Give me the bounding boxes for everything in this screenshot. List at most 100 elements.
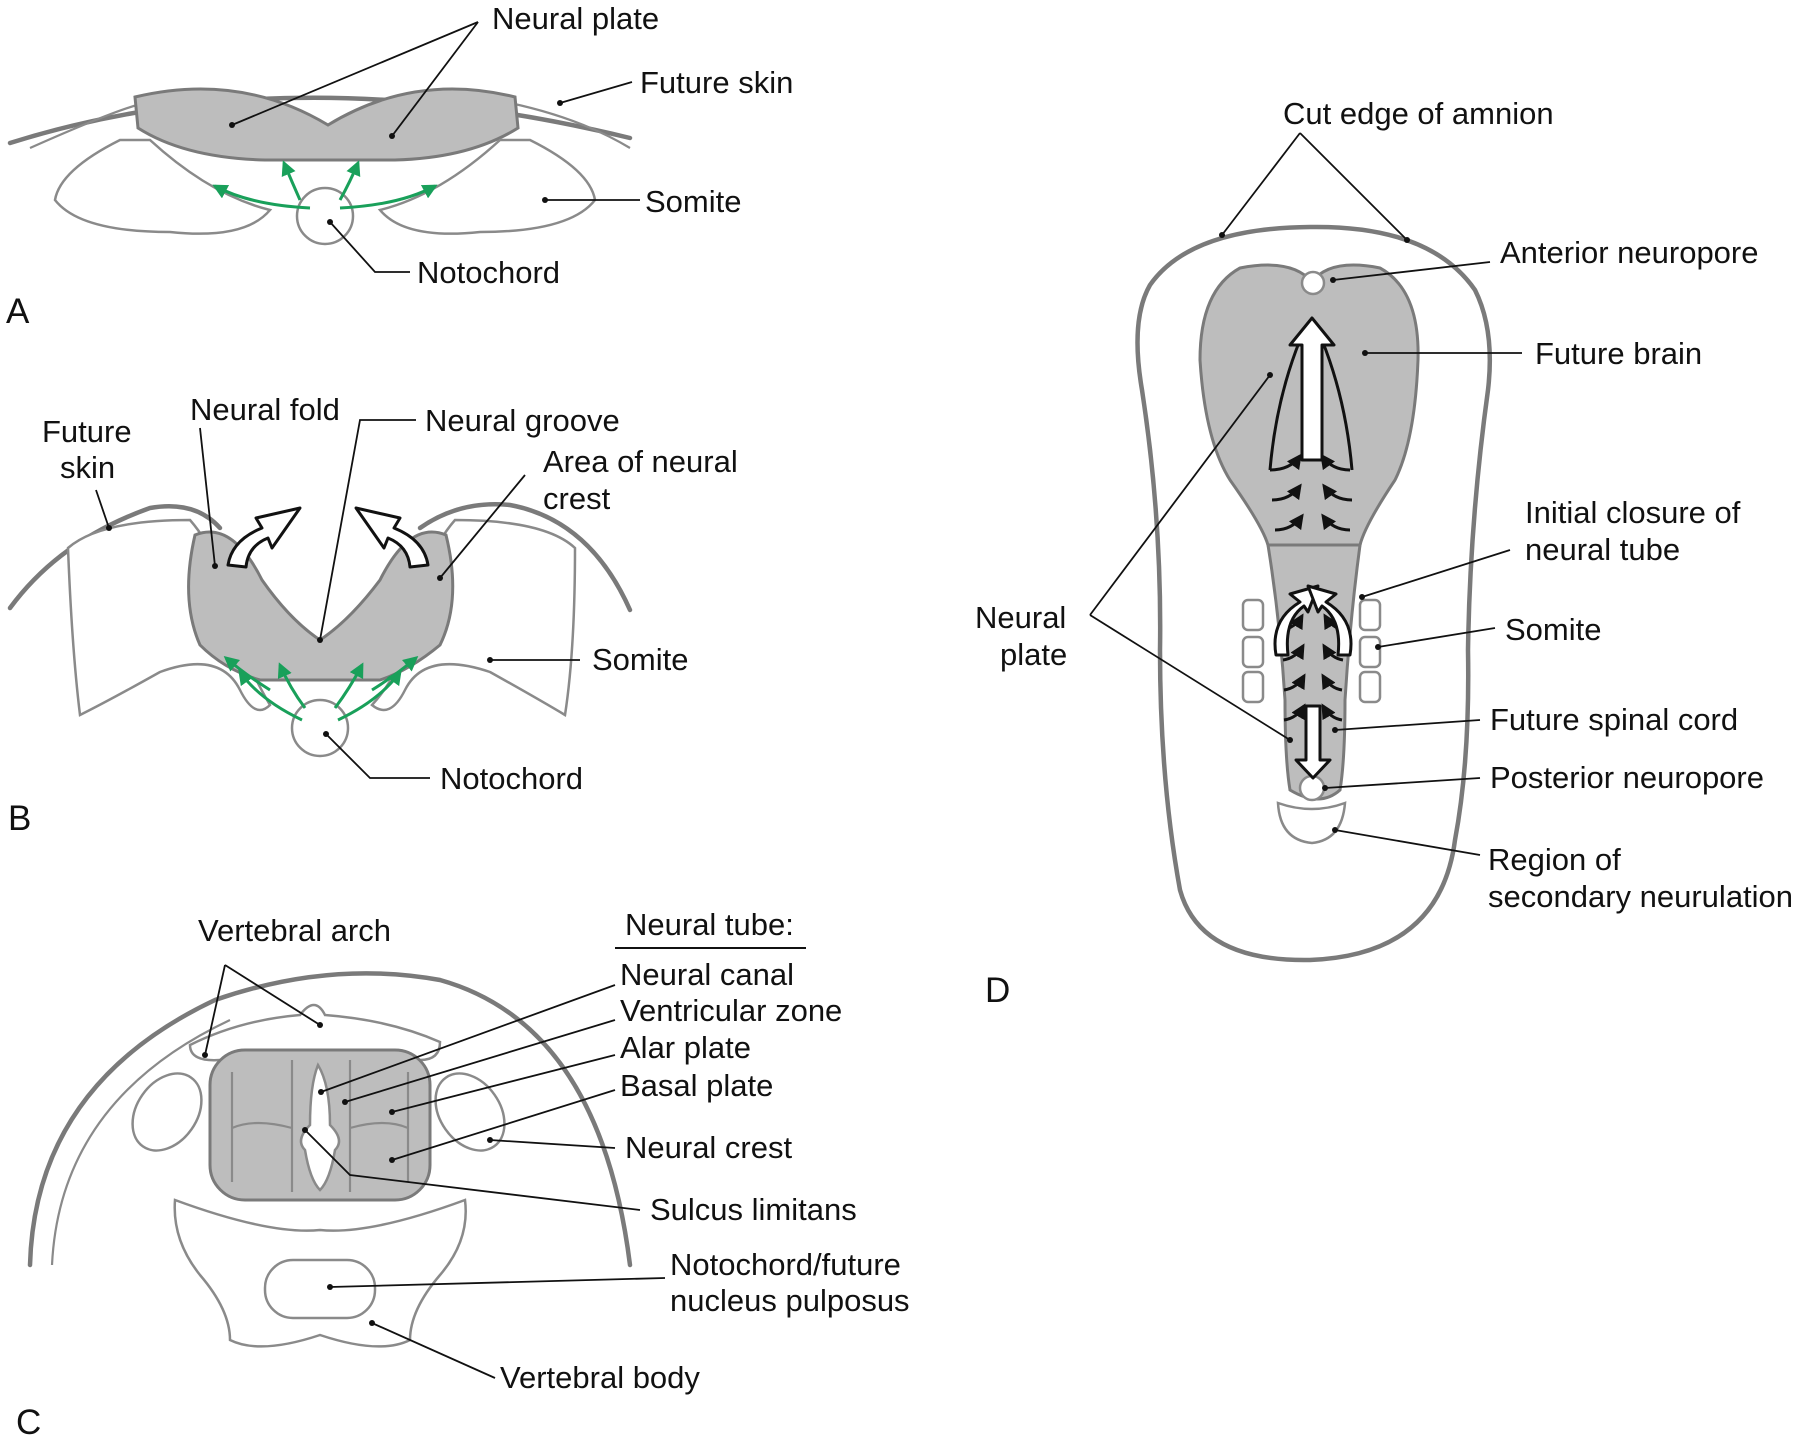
- leader-line: [319, 419, 416, 641]
- label-initial-closure-line2: neural tube: [1525, 532, 1680, 567]
- somite-shape: [1241, 598, 1265, 632]
- leader-line: [489, 1139, 616, 1149]
- leader-line: [1299, 132, 1408, 241]
- leader-line: [329, 221, 410, 273]
- leader-line: [439, 474, 526, 579]
- label-neural-plate-line1: Neural: [975, 600, 1066, 635]
- closure-arrow: [1321, 703, 1343, 722]
- label-notochord: Notochord: [440, 761, 583, 796]
- somite-shape: [1358, 598, 1382, 632]
- neural-plate-shape: [133, 87, 520, 162]
- label-cut-edge-amnion: Cut edge of amnion: [1283, 96, 1554, 131]
- label-vertebral-body: Vertebral body: [500, 1360, 700, 1395]
- leader-line: [1361, 549, 1511, 598]
- induction-arrow: [339, 184, 438, 210]
- leader-line: [320, 984, 616, 1093]
- somite-shape: [1241, 670, 1265, 704]
- label-notochord-line2: nucleus pulposus: [670, 1283, 910, 1318]
- label-neural-crest: Neural crest: [625, 1130, 792, 1165]
- label-secondary-line1: Region of: [1488, 842, 1621, 877]
- label-anterior-neuropore: Anterior neuropore: [1500, 235, 1759, 270]
- label-somite: Somite: [1505, 612, 1601, 647]
- label-dot: [389, 133, 395, 139]
- body-wall-inner-outline: [50, 1019, 231, 1266]
- label-neural-fold: Neural fold: [190, 392, 340, 427]
- closure-arrow: [1283, 673, 1306, 692]
- label-dot: [342, 1099, 348, 1105]
- leader-line: [1089, 374, 1271, 616]
- panel-letter-c: C: [16, 1403, 41, 1442]
- induction-arrow: [338, 160, 361, 201]
- leader-line: [1324, 777, 1481, 789]
- label-secondary-line2: secondary neurulation: [1488, 879, 1793, 914]
- brain-growth-arrow: [1320, 339, 1354, 471]
- somite-shape: [1358, 635, 1382, 669]
- label-dot: [1322, 785, 1328, 791]
- closure-arrow: [1321, 513, 1351, 532]
- label-neural-crest-line1: Area of neural: [543, 444, 738, 479]
- leader-line: [344, 1019, 616, 1103]
- somite-left: [53, 138, 273, 235]
- label-dot: [302, 1127, 308, 1133]
- panel-c: Vertebral arch Neural tube: Neural canal…: [16, 907, 910, 1442]
- label-dot: [323, 731, 329, 737]
- closure-arrow: [1322, 643, 1344, 662]
- leader-line: [391, 21, 479, 137]
- neural-canal-shape: [299, 1062, 341, 1192]
- induction-arrow: [281, 160, 302, 201]
- closure-arrow: [1321, 673, 1343, 692]
- anterior-hollow-arrow: [1288, 316, 1336, 462]
- body-wall-outline: [27, 971, 633, 1268]
- panel-d: Cut edge of amnion Anterior neuropore Fu…: [975, 96, 1793, 1010]
- closure-arrow: [1274, 513, 1304, 532]
- closure-arrow: [1269, 453, 1302, 472]
- posterior-neuropore-shape: [1298, 774, 1326, 802]
- label-dot: [437, 575, 443, 581]
- leader-line: [1332, 261, 1491, 281]
- label-dot: [202, 1052, 208, 1058]
- leader-line: [204, 964, 226, 1056]
- neural-crest-right: [434, 1072, 506, 1152]
- label-dot: [1362, 350, 1368, 356]
- leader-line: [1334, 829, 1481, 856]
- label-dot: [327, 219, 333, 225]
- label-dot: [542, 197, 548, 203]
- label-dot: [487, 1137, 493, 1143]
- leader-line: [1334, 719, 1481, 731]
- label-notochord: Notochord: [417, 255, 560, 290]
- leader-line: [224, 964, 321, 1026]
- notochord-nucleus-shape: [263, 1258, 377, 1320]
- panel-b: Future skin Neural fold Neural groove Ar…: [7, 392, 738, 838]
- initial-closure-hollow-arrow: [1306, 584, 1353, 657]
- label-dot: [389, 1109, 395, 1115]
- label-future-skin: Future skin: [640, 65, 793, 100]
- closure-arrow: [1283, 703, 1306, 722]
- leader-line: [1377, 627, 1496, 648]
- leader-line: [95, 489, 110, 529]
- label-future-spinal-cord: Future spinal cord: [1490, 702, 1738, 737]
- label-dot: [1267, 372, 1273, 378]
- anterior-neuropore-shape: [1300, 270, 1326, 296]
- label-basal-plate: Basal plate: [620, 1068, 773, 1103]
- induction-arrow: [333, 662, 364, 709]
- label-dot: [369, 1320, 375, 1326]
- leader-line: [1221, 132, 1301, 236]
- leader-line: [1089, 614, 1291, 741]
- somite-shape: [1241, 635, 1265, 669]
- label-somite: Somite: [592, 642, 688, 677]
- notochord-shape: [295, 186, 355, 246]
- label-dot: [1332, 727, 1338, 733]
- label-dot: [318, 1089, 324, 1095]
- neural-fold-plate-shape: [187, 530, 455, 682]
- leader-line: [199, 427, 216, 567]
- label-dot: [1404, 237, 1410, 243]
- label-vertebral-arch: Vertebral arch: [198, 913, 391, 948]
- label-dot: [317, 637, 323, 643]
- leader-line: [325, 733, 430, 779]
- leader-line: [559, 81, 633, 104]
- closure-arrow: [1282, 643, 1305, 662]
- leader-line: [391, 1054, 616, 1113]
- label-sulcus-limitans: Sulcus limitans: [650, 1192, 857, 1227]
- neural-crest-left: [131, 1072, 203, 1152]
